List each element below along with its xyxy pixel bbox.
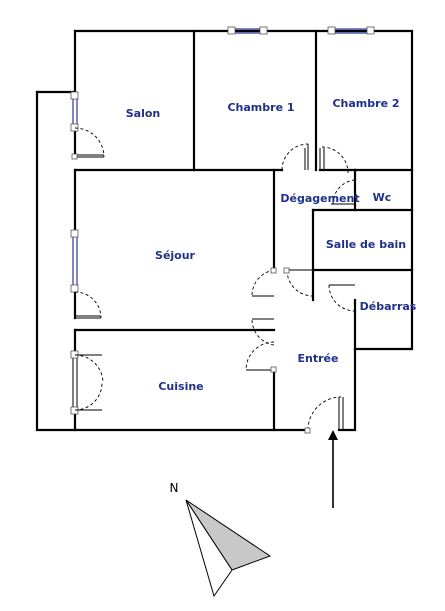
door-sejour — [74, 291, 102, 319]
window-sejour — [70, 229, 79, 293]
room-label-degagement: Dégagement — [280, 192, 359, 205]
doors — [71, 127, 356, 434]
room-label-cuisine: Cuisine — [158, 380, 203, 393]
compass-north-label: N — [170, 481, 179, 495]
compass: N — [170, 481, 272, 598]
compass-needle-white — [185, 499, 233, 598]
door-chambre1 — [281, 143, 309, 171]
door-entrance — [304, 396, 344, 434]
door-cuisine-entree — [245, 341, 277, 373]
room-label-entree: Entrée — [298, 352, 339, 365]
room-label-wc: Wc — [373, 191, 392, 204]
window-cuisine — [70, 350, 79, 415]
window-chambre2 — [327, 26, 375, 35]
window-salon — [70, 91, 79, 132]
door-debarras — [328, 284, 356, 312]
door-wc — [331, 179, 356, 205]
room-label-salon: Salon — [126, 107, 161, 120]
door-chambre2 — [319, 146, 349, 174]
door-cuisine — [74, 354, 104, 411]
entrance-arrow — [328, 430, 338, 508]
room-label-sejour: Séjour — [155, 249, 196, 262]
door-salon — [71, 127, 105, 160]
room-label-salle-de-bain: Salle de bain — [326, 238, 406, 251]
door-sdb — [283, 267, 314, 297]
windows — [70, 26, 375, 415]
room-label-chambre1: Chambre 1 — [227, 101, 294, 114]
outer-walls — [35, 29, 414, 432]
window-chambre1 — [227, 26, 268, 35]
door-sejour-entree — [251, 267, 277, 346]
inner-walls — [73, 29, 414, 432]
room-label-chambre2: Chambre 2 — [332, 97, 399, 110]
room-label-debarras: Débarras — [360, 300, 417, 313]
